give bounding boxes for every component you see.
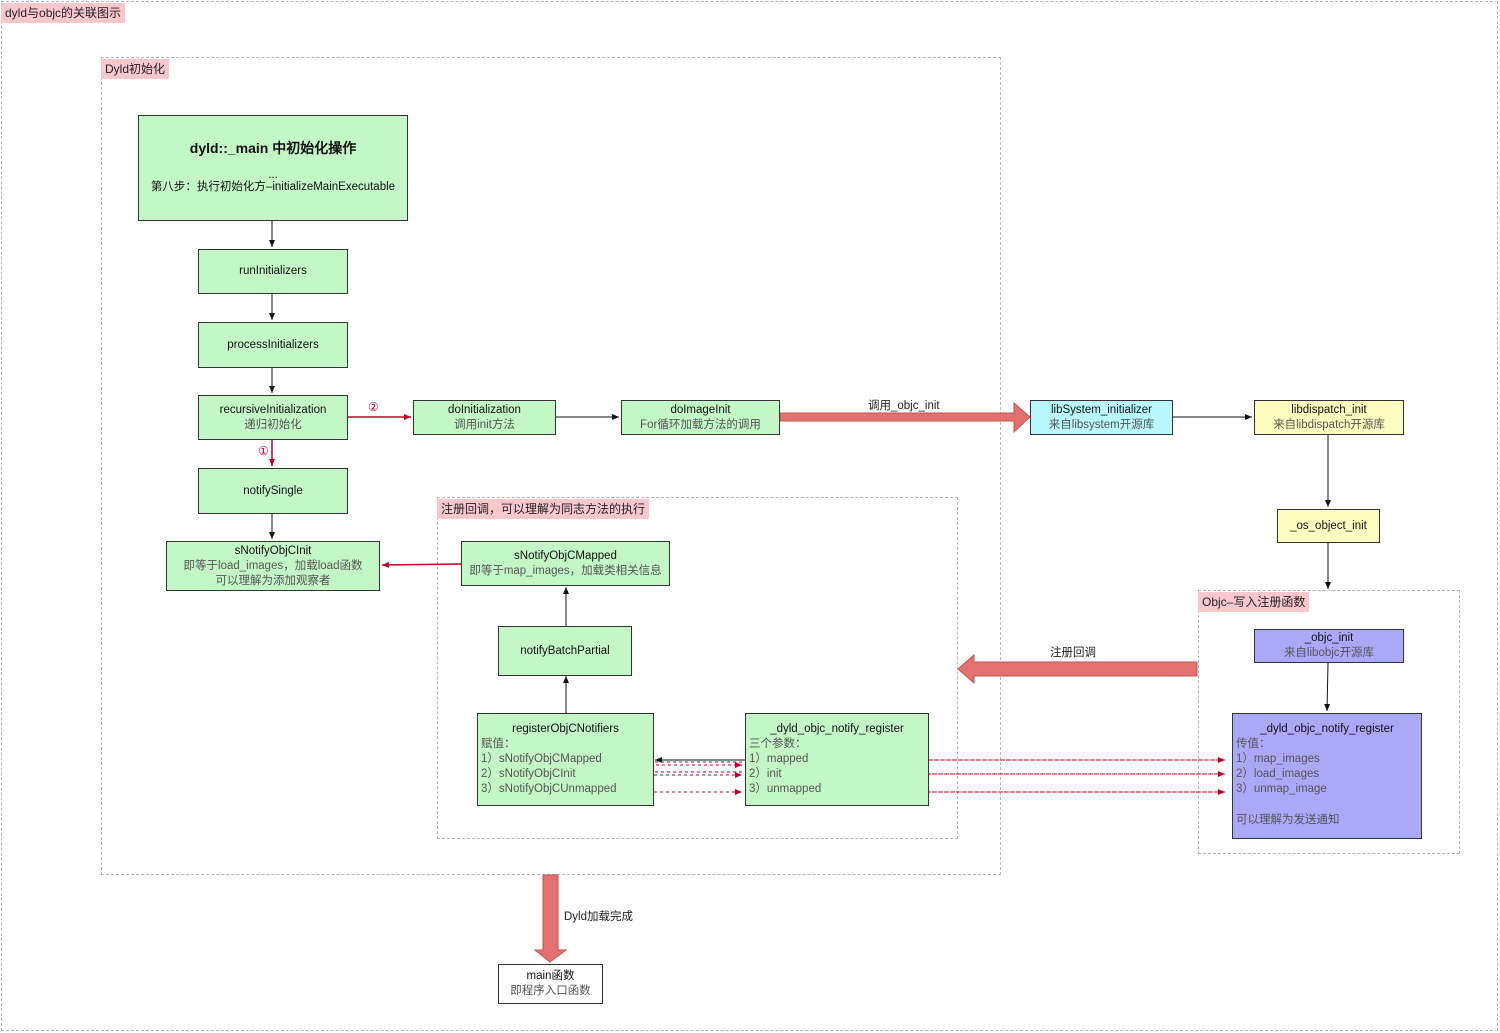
node-main-func: main函数 即程序入口函数 [498, 964, 603, 1004]
node-do-image-init-sub: For循环加载方法的调用 [640, 418, 761, 431]
group-dyld-init-title: Dyld初始化 [101, 59, 170, 79]
node-libdispatch-init: libdispatch_init 来自libdispatch开源库 [1254, 400, 1404, 435]
node-dyld-notify-register-left-title: _dyld_objc_notify_register [770, 723, 904, 735]
node-run-initializers: runInitializers [198, 249, 348, 294]
node-process-initializers-title: processInitializers [227, 338, 319, 351]
big-arrow-call-objc-init [779, 401, 1031, 434]
label-call-objc-init: 调用_objc_init [868, 400, 940, 412]
node-dyld-notify-register-right-item: 3）unmap_image [1236, 783, 1327, 795]
node-libdispatch-init-sub: 来自libdispatch开源库 [1273, 418, 1385, 431]
node-os-object-init-title: _os_object_init [1290, 519, 1367, 532]
label-circle-one: ① [258, 444, 269, 458]
node-register-objc-notifiers-item: 2）sNotifyObjCInit [481, 768, 576, 780]
node-objc-init-title: _objc_init [1304, 632, 1354, 644]
node-dyld-main-title: dyld::_main 中初始化操作 [189, 140, 357, 156]
big-arrow-register-callback [957, 653, 1198, 685]
node-snotify-objc-mapped-title: sNotifyObjCMapped [514, 549, 617, 562]
node-register-objc-notifiers-label: 赋值： [481, 738, 516, 750]
node-dyld-notify-register-right-note: 可以理解为发送通知 [1236, 814, 1340, 826]
node-objc-init: _objc_init 来自libobjc开源库 [1254, 629, 1404, 663]
node-dyld-notify-register-left-item: 3）unmapped [749, 783, 822, 795]
node-dyld-main-dots: ... [268, 169, 278, 181]
node-do-initialization: doInitialization 调用init方法 [413, 400, 556, 435]
edge-mapped-to-snotifyinit [381, 561, 462, 568]
node-main-func-sub: 即程序入口函数 [510, 985, 591, 997]
group-objc-register-title: Objc–写入注册函数 [1198, 592, 1310, 612]
node-run-initializers-title: runInitializers [239, 265, 307, 277]
node-snotify-objc-init: sNotifyObjCInit 即等于load_images，加载load函数 … [166, 541, 380, 591]
group-register-callback-title: 注册回调，可以理解为同志方法的执行 [437, 499, 650, 519]
node-libdispatch-init-title: libdispatch_init [1291, 403, 1367, 416]
node-do-image-init-title: doImageInit [670, 403, 731, 416]
node-snotify-objc-mapped-sub: 即等于map_images，加载类相关信息 [469, 564, 662, 577]
node-libsystem-initializer-sub: 来自libsystem开源库 [1048, 418, 1155, 431]
node-dyld-main: dyld::_main 中初始化操作 ... 第八步：执行初始化方–initia… [138, 115, 408, 221]
node-dyld-notify-register-right-title: _dyld_objc_notify_register [1260, 723, 1394, 735]
node-dyld-notify-register-right-item: 1）map_images [1236, 753, 1320, 765]
node-register-objc-notifiers-item: 3）sNotifyObjCUnmapped [481, 783, 617, 795]
node-main-func-title: main函数 [526, 970, 575, 982]
node-dyld-notify-register-left-item: 2）init [749, 768, 782, 780]
node-register-objc-notifiers-item: 1）sNotifyObjCMapped [481, 753, 602, 765]
node-dyld-notify-register-left-label: 三个参数： [749, 738, 807, 750]
node-snotify-objc-mapped: sNotifyObjCMapped 即等于map_images，加载类相关信息 [461, 541, 670, 586]
node-do-initialization-sub: 调用init方法 [454, 418, 515, 431]
node-dyld-notify-register-right-label: 传值： [1236, 738, 1271, 750]
group-register-callback [437, 497, 958, 839]
node-dyld-notify-register-left-item: 1）mapped [749, 753, 809, 765]
node-recursive-initialization: recursiveInitialization 递归初始化 [198, 395, 348, 440]
node-notify-batch-partial: notifyBatchPartial [498, 626, 632, 676]
edge-objcinit-to-register [1324, 662, 1331, 712]
node-objc-init-sub: 来自libobjc开源库 [1283, 647, 1375, 659]
node-snotify-objc-init-sub1: 即等于load_images，加载load函数 [183, 559, 363, 572]
node-dyld-notify-register-right-item: 2）load_images [1236, 768, 1320, 780]
node-dyld-main-step: 第八步：执行初始化方–initializeMainExecutable [150, 181, 396, 193]
label-register-callback: 注册回调 [1050, 647, 1096, 659]
node-os-object-init: _os_object_init [1277, 509, 1380, 543]
label-dyld-done: Dyld加载完成 [564, 911, 634, 923]
node-process-initializers: processInitializers [198, 322, 348, 368]
node-register-objc-notifiers: registerObjCNotifiers 赋值： 1）sNotifyObjCM… [477, 713, 654, 806]
node-recursive-initialization-title: recursiveInitialization [219, 403, 327, 416]
node-snotify-objc-init-title: sNotifyObjCInit [234, 544, 312, 557]
node-libsystem-initializer-title: libSystem_initializer [1051, 403, 1152, 416]
node-dyld-notify-register-right: _dyld_objc_notify_register 传值： 1）map_ima… [1232, 713, 1422, 839]
group-objc-register [1198, 590, 1460, 854]
node-do-initialization-title: doInitialization [448, 403, 521, 416]
node-libsystem-initializer: libSystem_initializer 来自libsystem开源库 [1030, 400, 1173, 435]
label-circle-two: ② [368, 400, 379, 414]
node-dyld-notify-register-left: _dyld_objc_notify_register 三个参数： 1）mappe… [745, 713, 929, 806]
node-notify-single-title: notifySingle [243, 484, 303, 497]
outer-title: dyld与objc的关联图示 [1, 3, 126, 23]
node-notify-single: notifySingle [198, 468, 348, 514]
node-notify-batch-partial-title: notifyBatchPartial [520, 644, 610, 657]
node-register-objc-notifiers-title: registerObjCNotifiers [512, 723, 619, 735]
node-do-image-init: doImageInit For循环加载方法的调用 [621, 400, 780, 435]
node-recursive-initialization-sub: 递归初始化 [244, 418, 302, 431]
node-snotify-objc-init-sub2: 可以理解为添加观察者 [215, 574, 331, 587]
big-arrow-dyld-done [533, 874, 568, 963]
